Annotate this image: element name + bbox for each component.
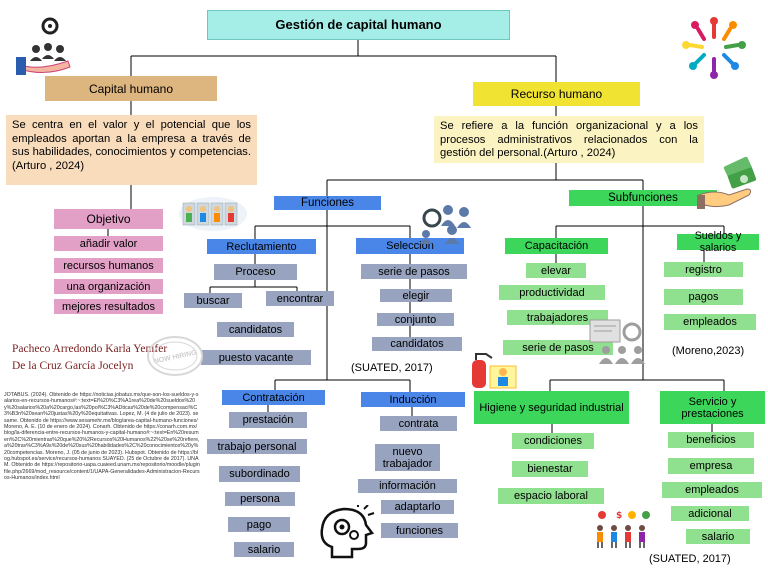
sueldos-item: registro (664, 262, 743, 277)
contratacion-item: pago (228, 517, 290, 532)
encontrar-node: encontrar (266, 291, 334, 306)
servicio-item: adicional (671, 506, 749, 521)
author-name: De la Cruz García Jocelyn (12, 360, 134, 372)
servicio-item: beneficios (668, 432, 754, 448)
objetivo-item: una organización (54, 279, 163, 294)
funciones-node: Funciones (274, 196, 381, 210)
induccion-item: nuevo trabajador (375, 444, 440, 471)
people-network-icon (412, 200, 476, 244)
citation-suated-2: (SUATED, 2017) (649, 553, 731, 565)
team-circle-icon (680, 15, 748, 81)
higiene-node: Higiene y seguridad industrial (474, 391, 629, 424)
citation-suated: (SUATED, 2017) (351, 362, 433, 374)
contratacion-node: Contratación (222, 390, 325, 405)
capacitacion-item: serie de pasos (503, 340, 613, 355)
money-hand-icon (697, 155, 759, 211)
safety-extinguisher-icon (466, 350, 520, 392)
servicio-item: salario (686, 529, 750, 544)
higiene-item: bienestar (512, 461, 588, 477)
induccion-item: adaptarlo (381, 500, 454, 514)
references-text: JOTABUS. (2024). Obtenido de https://not… (4, 392, 200, 482)
objetivo-item: añadir valor (54, 236, 163, 251)
reclutamiento-node: Reclutamiento (207, 239, 316, 254)
training-presentation-icon (588, 318, 652, 370)
sueldos-item: empleados (664, 314, 756, 330)
team-meeting-icon (179, 197, 247, 231)
servicio-item: empresa (668, 458, 754, 474)
capacitacion-item: productividad (499, 285, 605, 300)
seleccion-item: candidatos (372, 337, 462, 351)
author-name: Pacheco Arredondo Karla Yenifer (12, 343, 168, 355)
seleccion-item: conjunto (377, 313, 454, 326)
contratacion-item: prestación (229, 412, 307, 428)
induccion-item: funciones (381, 523, 458, 538)
capital-humano-node: Capital humano (45, 76, 217, 101)
servicio-node: Servicio y prestaciones (660, 391, 765, 424)
citation-moreno: (Moreno,2023) (672, 345, 745, 357)
contratacion-item: trabajo personal (207, 439, 307, 454)
capacitacion-node: Capacitación (505, 238, 608, 254)
contratacion-item: salario (234, 542, 294, 557)
objetivo-item: mejores resultados (54, 299, 163, 314)
sueldos-item: pagos (664, 289, 743, 305)
induccion-item: contrata (380, 416, 457, 431)
now-hiring-stamp-text: NOW HIRING (153, 349, 198, 365)
sueldos-node: Sueldos y salarios (677, 230, 759, 254)
capital-humano-description: Se centra en el valor y el potencial que… (6, 115, 257, 185)
svg-text:$: $ (616, 511, 622, 521)
proceso-node: Proceso (214, 264, 297, 280)
recurso-humano-description: Se refiere a la función organizacional y… (434, 116, 704, 163)
capacitacion-item: elevar (526, 263, 586, 278)
higiene-item: espacio laboral (498, 488, 604, 504)
candidatos-node: candidatos (217, 322, 294, 337)
objetivo-item: recursos humanos (54, 258, 163, 273)
objetivo-node: Objetivo (54, 209, 163, 229)
induccion-item: información (358, 479, 457, 493)
contratacion-item: subordinado (219, 466, 300, 482)
benefits-people-icon: $ (590, 508, 656, 550)
buscar-node: buscar (184, 293, 242, 308)
head-gears-icon (318, 503, 376, 559)
induccion-node: Inducción (361, 392, 465, 407)
now-hiring-stamp-icon: NOW HIRING (146, 334, 204, 378)
page-title: Gestión de capital humano (207, 10, 510, 40)
subfunciones-node: Subfunciones (569, 190, 717, 206)
higiene-item: condiciones (512, 433, 594, 449)
capacitacion-item: trabajadores (507, 310, 608, 325)
seleccion-item: elegir (380, 289, 452, 302)
hand-gear-people-icon (14, 15, 74, 77)
seleccion-item: serie de pasos (361, 264, 467, 279)
contratacion-item: persona (225, 492, 295, 506)
servicio-item: empleados (662, 482, 762, 498)
puesto-vacante-node: puesto vacante (201, 350, 311, 365)
recurso-humano-node: Recurso humano (473, 82, 640, 106)
